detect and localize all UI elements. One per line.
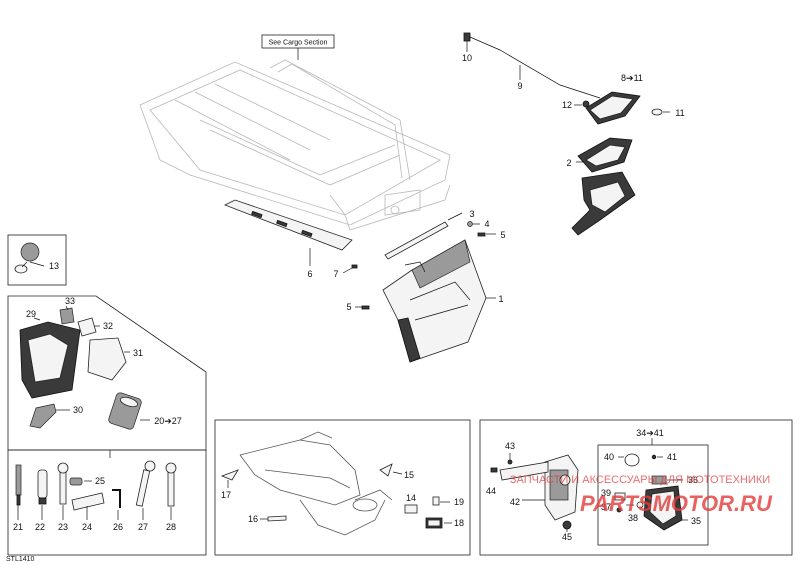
watermark: ЗАПЧАСТИ И АКСЕССУАРЫ ДЛЯ МОТОТЕХНИКИ PA…	[510, 474, 773, 516]
callout-33: 33	[65, 296, 75, 306]
part-5-screw-upper: 5	[477, 230, 506, 240]
callout-5-lower: 5	[346, 302, 351, 312]
callout-43: 43	[505, 441, 515, 451]
callout-20-27: 20➔27	[154, 416, 182, 426]
callout-8-11: 8➔11	[621, 73, 643, 83]
part-3-strip: 3	[384, 209, 475, 260]
callout-16: 16	[248, 514, 258, 524]
callout-18: 18	[454, 518, 464, 528]
part-9-cable: 9	[469, 36, 601, 99]
hitch-inset: 43 44 42 45 34➔41 40 41 36 39 37	[479, 419, 793, 556]
callout-23: 23	[58, 522, 68, 532]
callout-31: 31	[133, 348, 143, 358]
part-1-cargo-bag: 1	[382, 239, 504, 363]
callout-35: 35	[691, 516, 701, 526]
callout-12: 12	[562, 100, 572, 110]
callout-6: 6	[307, 269, 312, 279]
callout-19: 19	[454, 497, 464, 507]
callout-40: 40	[604, 452, 614, 462]
callout-32: 32	[103, 321, 113, 331]
callout-9: 9	[517, 81, 522, 91]
callout-25: 25	[95, 476, 105, 486]
part-2-bracket: 2	[566, 137, 636, 236]
callout-5-upper: 5	[500, 230, 505, 240]
cargo-note: See Cargo Section	[261, 34, 335, 60]
part-4-washer: 4	[467, 219, 490, 229]
callout-37: 37	[601, 502, 611, 512]
callout-29: 29	[26, 309, 36, 319]
callout-7: 7	[333, 269, 338, 279]
callout-44: 44	[486, 486, 496, 496]
callout-10: 10	[462, 53, 472, 63]
callout-17: 17	[221, 490, 231, 500]
callout-15: 15	[404, 470, 414, 480]
cargo-note-text: See Cargo Section	[269, 40, 328, 47]
callout-42: 42	[510, 497, 520, 507]
callout-13: 13	[49, 261, 59, 271]
callout-21: 21	[13, 522, 23, 532]
part-8-11-mirror: 8➔11	[585, 73, 643, 125]
callout-4: 4	[484, 219, 489, 229]
part-7-screw: 7	[333, 264, 358, 279]
part-13-mirror-inset: 13	[7, 234, 67, 286]
callout-41: 41	[667, 452, 677, 462]
rack-frame-outline	[139, 59, 451, 231]
callout-2: 2	[566, 158, 571, 168]
callout-27: 27	[138, 522, 148, 532]
part-6-side-rail: 6	[224, 199, 353, 279]
callout-45: 45	[562, 532, 572, 542]
callout-1: 1	[498, 294, 503, 304]
watermark-caption: ЗАПЧАСТИ И АКСЕССУАРЫ ДЛЯ МОТОТЕХНИКИ	[510, 474, 770, 486]
part-5-screw-lower: 5	[346, 302, 370, 312]
part-12-nut: 12	[562, 100, 590, 110]
watermark-logo: PARTSMOTOR.RU	[580, 491, 773, 516]
callout-38: 38	[628, 513, 638, 523]
callout-28: 28	[166, 522, 176, 532]
callout-26: 26	[113, 522, 123, 532]
callout-22: 22	[35, 522, 45, 532]
callout-14: 14	[406, 493, 416, 503]
callout-30: 30	[73, 405, 83, 415]
callout-39: 39	[601, 488, 611, 498]
part-11-screw: 11	[651, 108, 685, 118]
snowmobile-inset: 17 15 16 14 18 19	[214, 419, 471, 556]
tool-kit-inset: 21 22 23 25 24 26 27 28	[7, 449, 207, 556]
callout-24: 24	[82, 522, 92, 532]
callout-36: 36	[688, 475, 698, 485]
callout-34-41: 34➔41	[636, 428, 664, 438]
bag-kit-inset: 29 33 32 31 30 20➔27	[7, 295, 207, 458]
callout-11: 11	[675, 108, 684, 118]
callout-3: 3	[469, 209, 474, 219]
figure-code: STL1410	[6, 556, 35, 563]
